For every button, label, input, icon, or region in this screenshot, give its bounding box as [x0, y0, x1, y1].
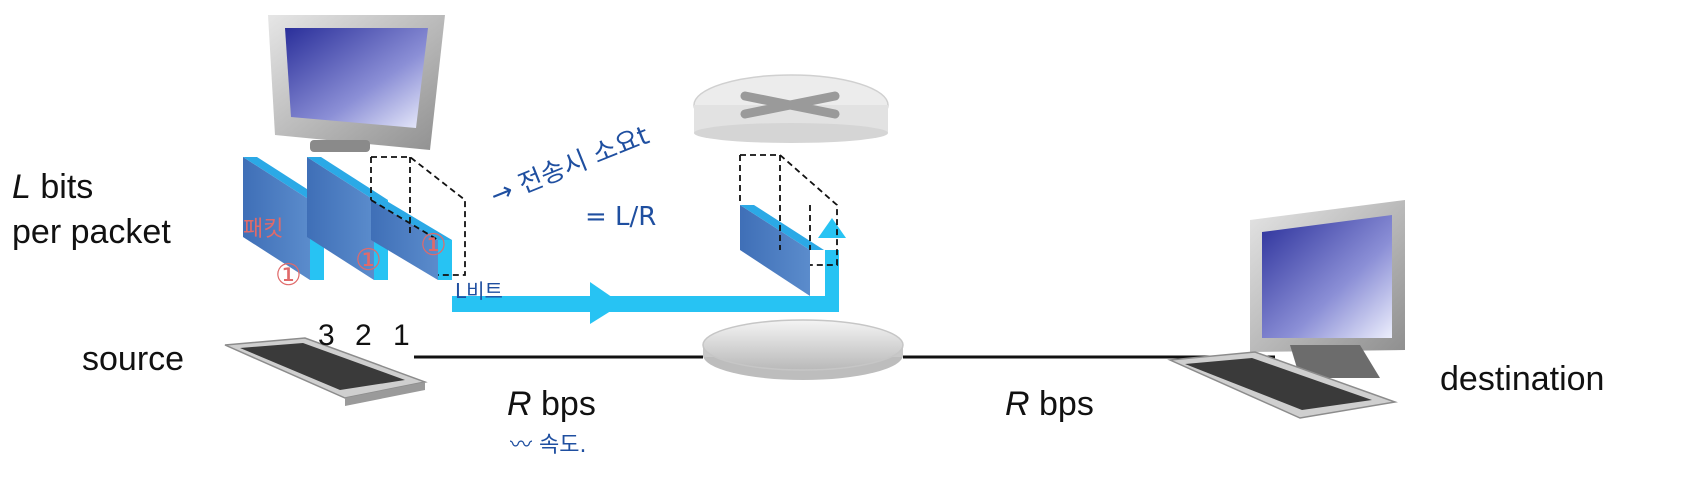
- packet-number-2: 2: [355, 319, 372, 352]
- transmission-arrow: [452, 218, 846, 324]
- rate-right-label: R bps: [1005, 385, 1094, 423]
- packet-number-1: 1: [393, 319, 410, 352]
- circle-mark-1: ①: [275, 258, 302, 293]
- monitor-icon: [268, 15, 445, 152]
- bit-note: L비트: [455, 279, 503, 303]
- per-packet-label: per packet: [12, 213, 171, 251]
- router-icon: [693, 74, 889, 143]
- destination-label: destination: [1440, 360, 1604, 398]
- source-label: source: [82, 340, 184, 378]
- router-packet: [739, 154, 838, 296]
- packet-note: 패킷: [243, 217, 283, 242]
- computer-icon: [1167, 200, 1405, 419]
- packet-1: [370, 156, 466, 280]
- rate-left-label: R bps: [507, 385, 596, 423]
- transmit-note: → 전송시 소요t: [486, 121, 653, 212]
- speed-note: 〰 속도.: [510, 433, 586, 458]
- bits-label: L bits: [12, 168, 93, 206]
- packet-number-3: 3: [318, 319, 335, 352]
- circle-mark-2: ①: [355, 243, 382, 278]
- router-disk: [702, 319, 904, 380]
- keyboard-icon: [224, 337, 428, 406]
- transmit-formula: = L/R: [585, 202, 656, 232]
- circle-mark-3: ①: [420, 228, 447, 263]
